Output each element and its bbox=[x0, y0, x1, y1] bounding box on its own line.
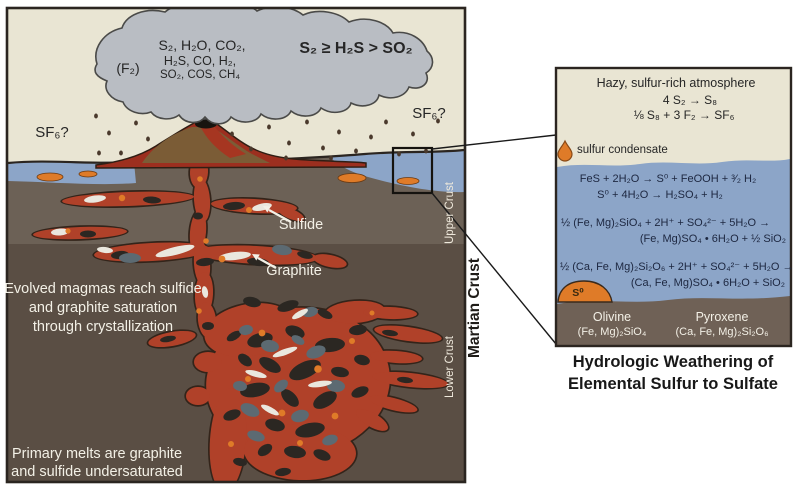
crystal-inclusions bbox=[51, 176, 413, 477]
caption-line1: Hydrologic Weathering of bbox=[572, 353, 774, 371]
panel-rock bbox=[557, 296, 790, 345]
detail-panel-border bbox=[554, 66, 793, 348]
main-panel-border bbox=[5, 6, 467, 484]
eq-olivine-b: (Fe, Mg)SO₄ • 6H₂O + ½ SiO₂ bbox=[639, 233, 786, 245]
graphite-label: Graphite bbox=[266, 263, 322, 279]
sf6-question-right: SF₆? bbox=[412, 105, 446, 122]
sf6-question-left: SF₆? bbox=[35, 124, 69, 141]
sulfur-condensate-label: sulfur condensate bbox=[577, 144, 668, 156]
elemental-sulfur-mound bbox=[557, 280, 613, 303]
eq-pyroxene-a: ½ (Ca, Fe, Mg)₂Si₂O₆ + 2H⁺ + SO₄²⁻ + 5H₂… bbox=[560, 261, 794, 273]
cloud-gases-line3: SO₂, COS, CH₄ bbox=[159, 69, 241, 81]
cloud-abundance-relation: S₂ ≥ H₂S > SO₂ bbox=[299, 40, 413, 57]
sulfide-arrow bbox=[263, 206, 292, 223]
sulfur-lenses bbox=[36, 170, 420, 185]
primary-line1: Primary melts are graphite bbox=[11, 446, 183, 462]
detail-zoom-box bbox=[391, 146, 434, 195]
panel-title: Hazy, sulfur-rich atmosphere bbox=[596, 76, 756, 90]
primary-line2: and sulfide undersaturated bbox=[11, 464, 183, 480]
eq-s8-to-sf6: ⅛ S₈ + 3 F₂ → SF₆ bbox=[633, 108, 735, 122]
pyroxene-formula: (Ca, Fe, Mg)₂Si₂O₆ bbox=[675, 326, 769, 338]
ash-droplets bbox=[94, 113, 440, 161]
graphite-arrow bbox=[252, 254, 277, 269]
eq-pyroxene-b: (Ca, Fe, Mg)SO₄ • 6H₂O + SiO₂ bbox=[630, 277, 785, 289]
lower-crust-label: Lower Crust bbox=[444, 336, 456, 398]
eq-olivine-a: ½ (Fe, Mg)₂SiO₄ + 2H⁺ + SO₄²⁻ + 5H₂O → bbox=[561, 217, 771, 229]
upper-crust-label: Upper Crust bbox=[444, 182, 456, 244]
pyroxene-name: Pyroxene bbox=[695, 310, 749, 324]
cloud-gases-line1: S₂, H₂O, CO₂, bbox=[158, 37, 246, 53]
evolved-line3: through crystallization bbox=[32, 319, 174, 335]
sulfide-label: Sulfide bbox=[278, 217, 324, 233]
martian-crust-label: Martian Crust bbox=[466, 258, 483, 358]
connector-lines bbox=[431, 134, 557, 345]
gas-cloud bbox=[94, 8, 434, 125]
detail-panel-art bbox=[557, 139, 790, 345]
olivine-name: Olivine bbox=[592, 310, 632, 324]
panel-water bbox=[557, 159, 790, 308]
eq-fes-weathering: FeS + 2H₂O → S⁰ + FeOOH + ³⁄₂ H₂ bbox=[579, 173, 757, 185]
primary-melts-note: Primary melts are graphite and sulfide u… bbox=[11, 445, 183, 481]
caption-line2: Elemental Sulfur to Sulfate bbox=[568, 374, 778, 393]
s0-mound-label: S⁰ bbox=[572, 287, 584, 299]
evolved-line2: and graphite saturation bbox=[28, 300, 178, 316]
eq-s0-oxidation: S⁰ + 4H₂O → H₂SO₄ + H₂ bbox=[597, 189, 723, 201]
evolved-magmas-note: Evolved magmas reach sulfide and graphit… bbox=[4, 280, 201, 337]
eq-s2-to-s8: 4 S₂ → S₈ bbox=[662, 93, 718, 107]
cloud-gases-line2: H₂S, CO, H₂, bbox=[163, 54, 237, 68]
sulfur-droplet-icon bbox=[557, 139, 573, 162]
olivine-formula: (Fe, Mg)₂SiO₄ bbox=[577, 326, 647, 338]
panel-caption: Hydrologic Weathering of Elemental Sulfu… bbox=[568, 352, 778, 395]
cloud-fluorine: (F₂) bbox=[116, 60, 140, 76]
evolved-line1: Evolved magmas reach sulfide bbox=[4, 281, 202, 297]
